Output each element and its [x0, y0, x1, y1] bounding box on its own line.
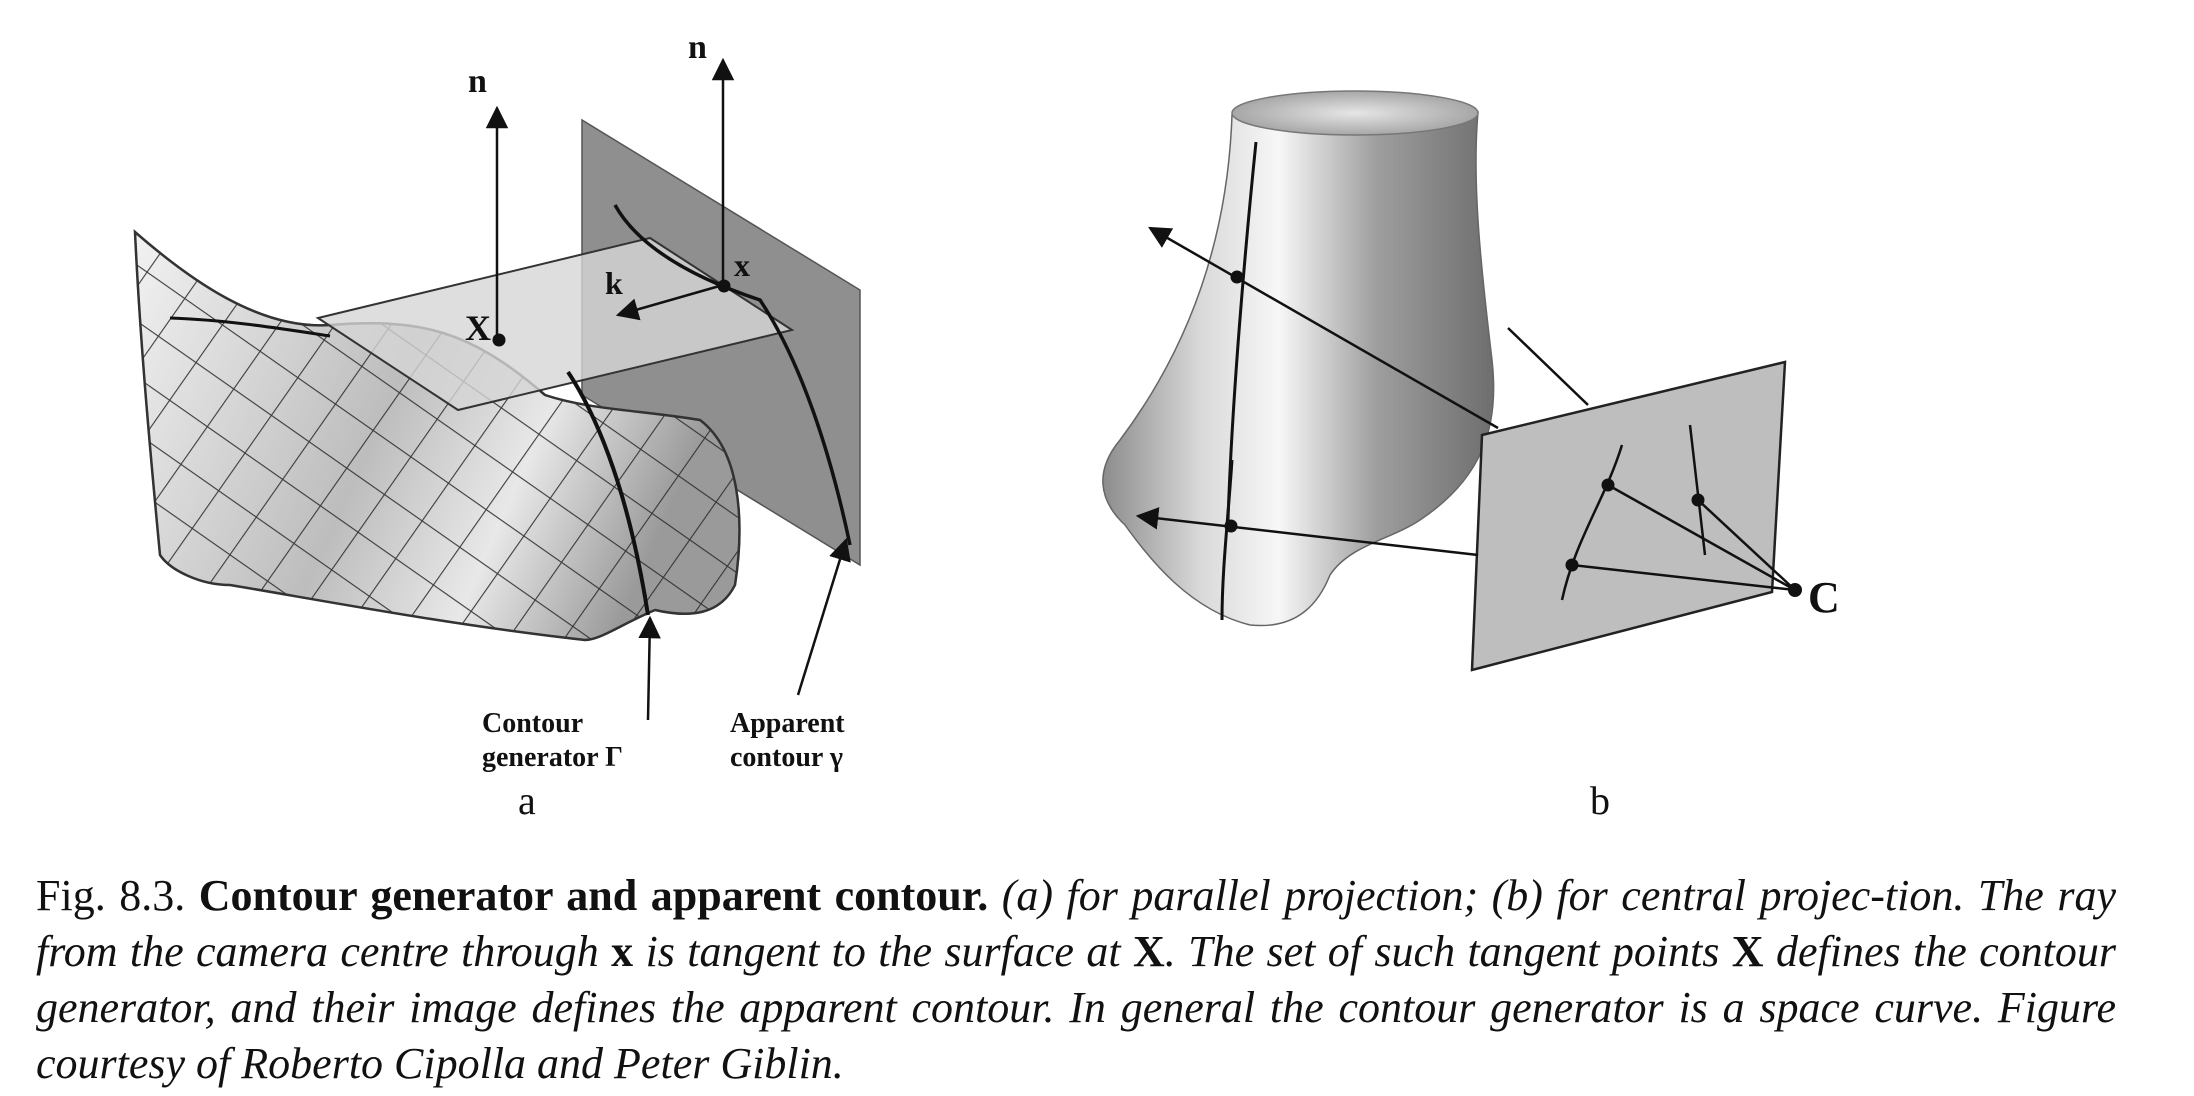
image-plane-b	[1470, 360, 1787, 672]
apparent-contour-curve	[613, 204, 852, 546]
caption-part-2: is tangent to the surface at	[645, 927, 1121, 976]
point-x	[717, 279, 731, 293]
contour-generator-label-1: Contour	[482, 708, 583, 739]
caption-fig-number: Fig. 8.3.	[36, 871, 186, 920]
apparent-contour-label-1: Apparent	[730, 708, 845, 739]
label-n-left: n	[468, 63, 487, 100]
point-b-image-2	[1691, 493, 1705, 507]
tangent-plane-a	[315, 236, 795, 412]
caption-symbol-X-2: X	[1731, 927, 1764, 976]
apparent-contour-label-2: contour γ	[730, 742, 843, 773]
panel-label-a: a	[518, 778, 536, 823]
caption-title: Contour generator and apparent contour.	[198, 871, 989, 920]
ray-b-lower	[1135, 507, 1479, 557]
panel-b: C b	[1102, 90, 1840, 823]
surface-b-top	[1231, 90, 1479, 136]
point-X	[492, 333, 506, 347]
label-C: C	[1808, 573, 1840, 622]
caption-symbol-X-1: X	[1132, 927, 1165, 976]
apparent-contour-b-2	[1688, 424, 1707, 556]
ray-b-back	[1507, 327, 1589, 406]
caption-part-4: defines the contour generator, and their…	[36, 927, 2117, 1088]
panel-a: n n X x k Contour generator Γ Apparent c…	[133, 29, 861, 823]
apparent-contour-pointer	[796, 537, 851, 696]
label-x: x	[734, 247, 750, 283]
panel-label-b: b	[1590, 778, 1610, 823]
point-b-image-3	[1565, 558, 1579, 572]
figure-illustration: n n X x k Contour generator Γ Apparent c…	[133, 29, 1840, 823]
contour-generator-curve	[566, 370, 650, 616]
apparent-contour-b-1	[1560, 444, 1624, 601]
camera-centre-point	[1788, 583, 1802, 597]
contour-generator-pointer	[638, 615, 661, 721]
caption-part-3: . The set of such tangent points	[1164, 927, 1720, 976]
label-k: k	[605, 265, 623, 301]
ray-b-upper	[1148, 226, 1499, 430]
k-arrow	[615, 283, 724, 321]
surface-b	[1102, 111, 1495, 627]
caption-symbol-x: x	[611, 927, 634, 976]
point-b-image-1	[1601, 478, 1615, 492]
point-b-lower-surface	[1224, 519, 1238, 533]
point-b-upper-surface	[1230, 270, 1244, 284]
contour-generator-label-2: generator Γ	[482, 742, 623, 773]
contour-generator-b-2	[1220, 459, 1234, 621]
caption-part-1: (a) for parallel projection; (b) for cen…	[36, 871, 2117, 976]
figure-caption: Fig. 8.3. Contour generator and apparent…	[36, 868, 2116, 1092]
label-n-right: n	[688, 29, 707, 66]
label-X: X	[465, 308, 491, 348]
